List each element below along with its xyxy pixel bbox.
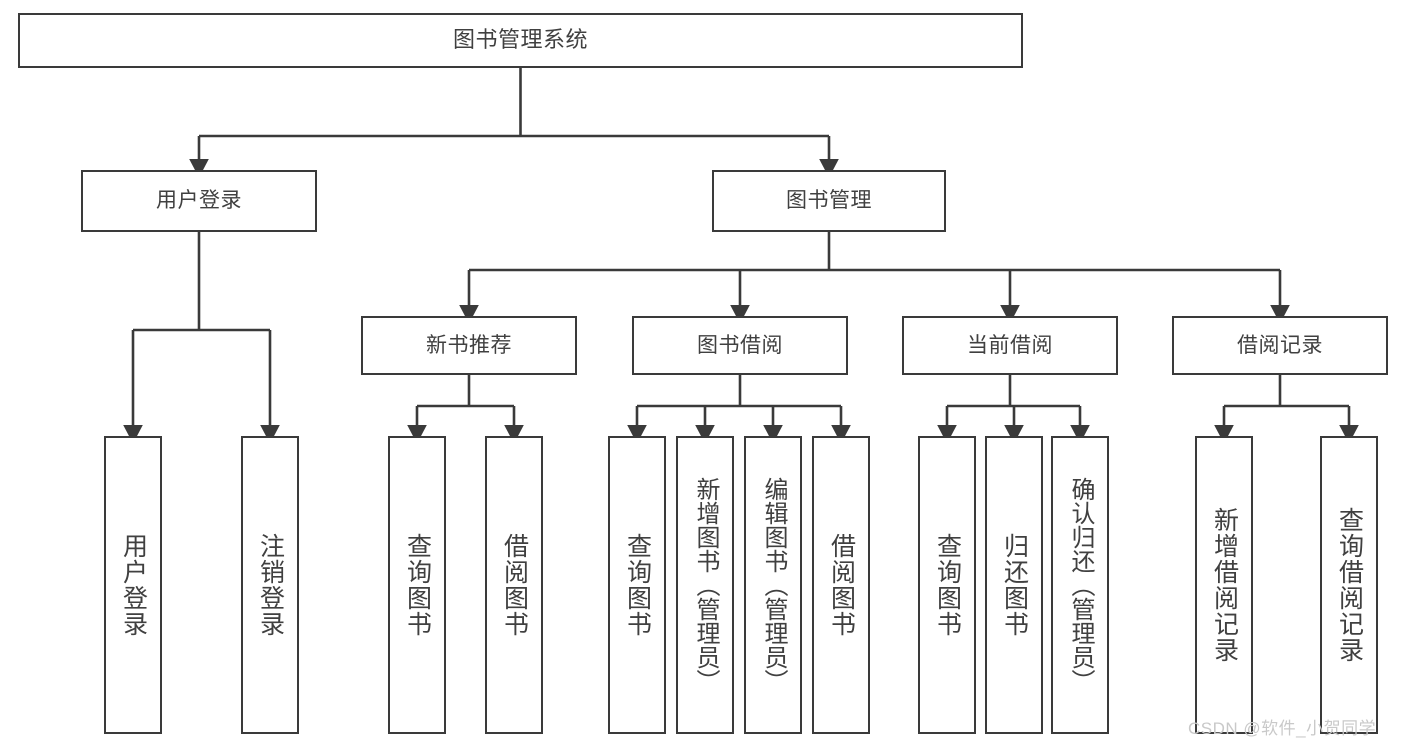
current-borrow-connectors (937, 375, 1090, 444)
book-borrow-connectors (627, 375, 851, 444)
node-leaf-return-book[interactable]: 归还图书 (985, 436, 1043, 734)
node-leaf-borrow-book-1[interactable]: 借阅图书 (485, 436, 543, 734)
node-leaf-user-logout-label: 注销登录 (256, 533, 285, 637)
new-book-recommend-connectors (407, 375, 524, 444)
node-book-borrow-label: 图书借阅 (697, 333, 783, 357)
node-leaf-borrow-book-1-label: 借阅图书 (500, 533, 529, 637)
node-root-label: 图书管理系统 (452, 27, 588, 53)
node-new-book-recommend[interactable]: 新书推荐 (361, 316, 577, 375)
node-leaf-add-book-label: 新增图书（管理员） (692, 477, 719, 693)
node-current-borrow-label: 当前借阅 (967, 333, 1053, 357)
node-leaf-query-book-2[interactable]: 查询图书 (608, 436, 666, 734)
csdn-watermark: CSDN @软件_小贺同学 (1188, 719, 1377, 738)
node-leaf-add-book[interactable]: 新增图书（管理员） (676, 436, 734, 734)
root-connectors (189, 68, 839, 178)
node-leaf-confirm-return-label: 确认归还（管理员） (1067, 477, 1094, 693)
node-book-manage[interactable]: 图书管理 (712, 170, 946, 232)
node-leaf-query-book-2-label: 查询图书 (623, 533, 652, 637)
node-leaf-query-book-3[interactable]: 查询图书 (918, 436, 976, 734)
node-leaf-add-record-label: 新增借阅记录 (1210, 507, 1239, 663)
node-current-borrow[interactable]: 当前借阅 (902, 316, 1118, 375)
node-book-manage-label: 图书管理 (786, 189, 872, 213)
node-leaf-user-login-label: 用户登录 (119, 533, 148, 637)
node-root[interactable]: 图书管理系统 (18, 13, 1023, 68)
node-leaf-query-book-1-label: 查询图书 (403, 533, 432, 637)
node-borrow-record-label: 借阅记录 (1237, 333, 1323, 357)
node-leaf-query-book-3-label: 查询图书 (933, 533, 962, 637)
book-manage-connectors (459, 232, 1290, 324)
borrow-record-connectors (1214, 375, 1359, 444)
node-leaf-borrow-book-2-label: 借阅图书 (827, 533, 856, 637)
user-login-connectors (123, 232, 280, 444)
node-leaf-return-book-label: 归还图书 (1000, 533, 1029, 637)
node-leaf-edit-book[interactable]: 编辑图书（管理员） (744, 436, 802, 734)
node-borrow-record[interactable]: 借阅记录 (1172, 316, 1388, 375)
node-new-book-recommend-label: 新书推荐 (426, 333, 512, 357)
node-user-login[interactable]: 用户登录 (81, 170, 317, 232)
node-leaf-query-record[interactable]: 查询借阅记录 (1320, 436, 1378, 734)
node-book-borrow[interactable]: 图书借阅 (632, 316, 848, 375)
node-leaf-query-record-label: 查询借阅记录 (1335, 507, 1364, 663)
node-leaf-user-login[interactable]: 用户登录 (104, 436, 162, 734)
node-leaf-user-logout[interactable]: 注销登录 (241, 436, 299, 734)
node-leaf-edit-book-label: 编辑图书（管理员） (760, 477, 787, 693)
node-leaf-query-book-1[interactable]: 查询图书 (388, 436, 446, 734)
node-leaf-add-record[interactable]: 新增借阅记录 (1195, 436, 1253, 734)
node-leaf-confirm-return[interactable]: 确认归还（管理员） (1051, 436, 1109, 734)
node-user-login-label: 用户登录 (156, 189, 242, 213)
node-leaf-borrow-book-2[interactable]: 借阅图书 (812, 436, 870, 734)
